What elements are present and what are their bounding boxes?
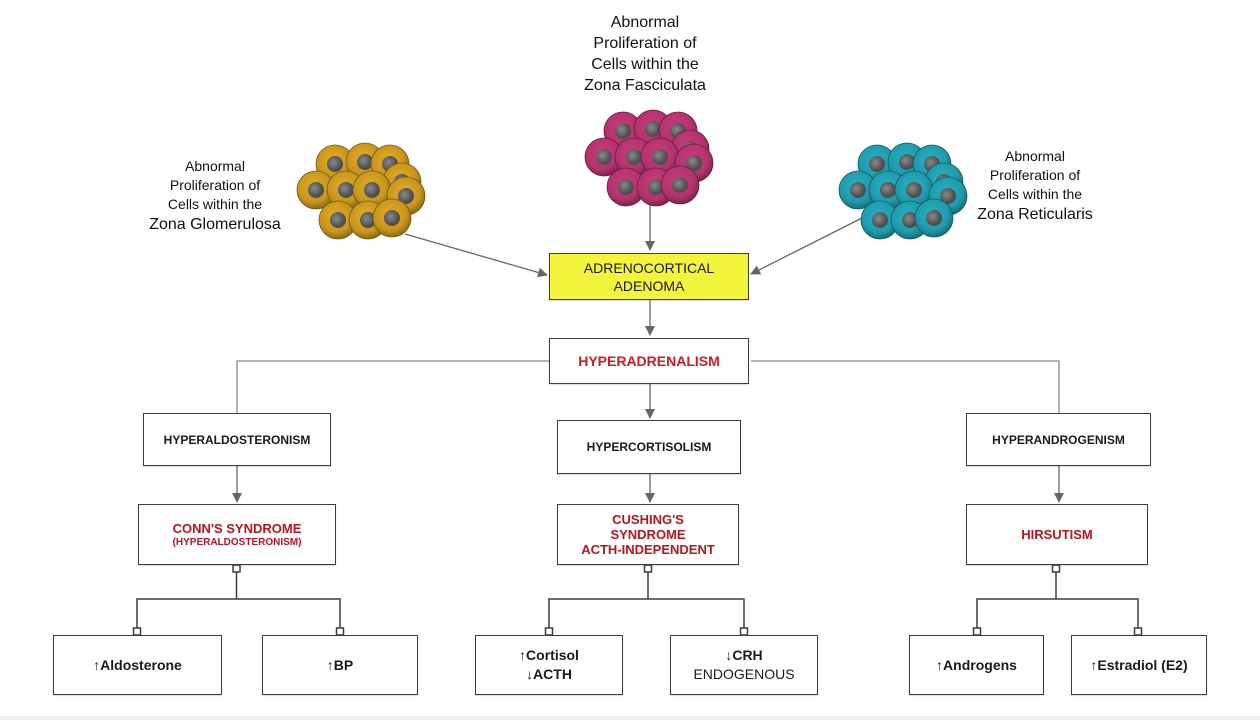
cell-nucleus (330, 212, 346, 228)
conns-syndrome-box: CONN'S SYNDROME (HYPERALDOSTERONISM) (138, 504, 336, 565)
connector-hyperadrenalism-right (751, 360, 1060, 414)
effect-label: ↓ACTH (526, 666, 572, 682)
effect-estradiol-box: ↑Estradiol (E2) (1071, 635, 1207, 695)
zone-label-line: Abnormal (610, 14, 680, 31)
syndrome-label: CONN'S SYNDROME (172, 520, 302, 536)
hypercortisolism-box: HYPERCORTISOLISM (557, 420, 741, 474)
zone-label-glomerulosa: Abnormal Proliferation of Cells within t… (130, 157, 300, 235)
effect-label: ↑BP (326, 656, 354, 673)
glomerulosa-cell-cluster-icon (296, 142, 426, 240)
cell-nucleus (398, 188, 414, 204)
effect-bp-box: ↑BP (262, 635, 418, 695)
cell-nucleus (615, 123, 631, 139)
cell-nucleus (360, 212, 376, 228)
cell-nucleus (364, 182, 380, 198)
effect-cortisol-acth-box: ↑Cortisol ↓ACTH (475, 635, 623, 695)
adenoma-line: ADRENOCORTICAL (583, 259, 715, 276)
hyperandrogenism-box: HYPERANDROGENISM (966, 413, 1151, 466)
cell-nucleus (327, 156, 343, 172)
hyperaldosteronism-box: HYPERALDOSTERONISM (143, 413, 331, 466)
cushings-syndrome-box: CUSHING'S SYNDROME ACTH-INDEPENDENT (557, 504, 739, 565)
cell-nucleus (596, 149, 612, 165)
cell-nucleus (902, 212, 918, 228)
cell-nucleus (308, 182, 324, 198)
cell-nucleus (645, 121, 661, 137)
adenoma-line: ADENOMA (613, 277, 685, 294)
fasciculata-cell-cluster-icon (584, 109, 714, 207)
condition-label: HYPERALDOSTERONISM (163, 432, 311, 447)
effect-label: ↑Estradiol (E2) (1090, 656, 1188, 673)
zone-name: Zona Reticularis (977, 206, 1093, 223)
cell-nucleus (652, 149, 668, 165)
zone-label-line: Abnormal (185, 158, 245, 174)
effect-crh-box: ↓CRH ENDOGENOUS (670, 635, 818, 695)
cell-nucleus (384, 210, 400, 226)
hirsutism-box: HIRSUTISM (966, 504, 1148, 565)
zone-label-fasciculata: Abnormal Proliferation of Cells within t… (555, 12, 735, 96)
effect-sublabel: ENDOGENOUS (693, 666, 795, 682)
zone-label-line: Cells within the (591, 56, 699, 73)
effect-label: ↑Aldosterone (93, 656, 182, 673)
zone-label-line: Proliferation of (989, 167, 1081, 183)
syndrome-label: ACTH-INDEPENDENT (581, 542, 715, 557)
syndrome-label: HIRSUTISM (1021, 527, 1093, 542)
tree-connector-cushing (544, 564, 749, 636)
hyperadrenalism-label: HYPERADRENALISM (578, 353, 720, 369)
connector-hyperadrenalism-left (236, 360, 549, 414)
effect-label: ↑Androgens (936, 656, 1017, 673)
cell-nucleus (338, 182, 354, 198)
zone-label-reticularis: Abnormal Proliferation of Cells within t… (950, 147, 1120, 225)
arrow-glomerulosa-to-adenoma (404, 233, 548, 278)
zone-label-line: Abnormal (1005, 148, 1065, 164)
syndrome-sublabel: (HYPERALDOSTERONISM) (172, 536, 302, 548)
cell-nucleus (686, 155, 702, 171)
arrow-reticularis-to-adenoma (750, 217, 863, 275)
cell-nucleus (926, 210, 942, 226)
cell-nucleus (872, 212, 888, 228)
syndrome-label: SYNDROME (610, 527, 686, 542)
condition-label: HYPERANDROGENISM (992, 432, 1125, 447)
zone-label-line: Cells within the (987, 186, 1083, 202)
cell-nucleus (648, 179, 664, 195)
cell-nucleus (906, 182, 922, 198)
zone-label-line: Cells within the (167, 196, 263, 212)
adrenocortical-adenoma-box: ADRENOCORTICAL ADENOMA (549, 253, 749, 300)
cell-nucleus (850, 182, 866, 198)
cell-nucleus (899, 154, 915, 170)
hyperadrenalism-box: HYPERADRENALISM (549, 338, 749, 384)
syndrome-label: CUSHING'S (612, 512, 684, 527)
cell-nucleus (626, 149, 642, 165)
bottom-divider (0, 716, 1260, 720)
cell-nucleus (618, 179, 634, 195)
zone-label-line: Proliferation of (593, 35, 697, 52)
condition-label: HYPERCORTISOLISM (586, 440, 712, 454)
reticularis-cell-cluster-icon (838, 142, 968, 240)
tree-connector-hirsutism (972, 564, 1143, 636)
cell-nucleus (672, 177, 688, 193)
zone-name: Zona Glomerulosa (149, 216, 281, 233)
cell-nucleus (880, 182, 896, 198)
effect-aldosterone-box: ↑Aldosterone (53, 635, 222, 695)
tree-connector-conn (132, 564, 345, 636)
cell-nucleus (869, 156, 885, 172)
zone-name: Zona Fasciculata (584, 77, 706, 94)
cell-nucleus (940, 188, 956, 204)
effect-androgens-box: ↑Androgens (909, 635, 1044, 695)
effect-label: ↓CRH (725, 647, 763, 663)
effect-label: ↑Cortisol (519, 647, 579, 663)
cell-nucleus (357, 154, 373, 170)
zone-label-line: Proliferation of (169, 177, 261, 193)
